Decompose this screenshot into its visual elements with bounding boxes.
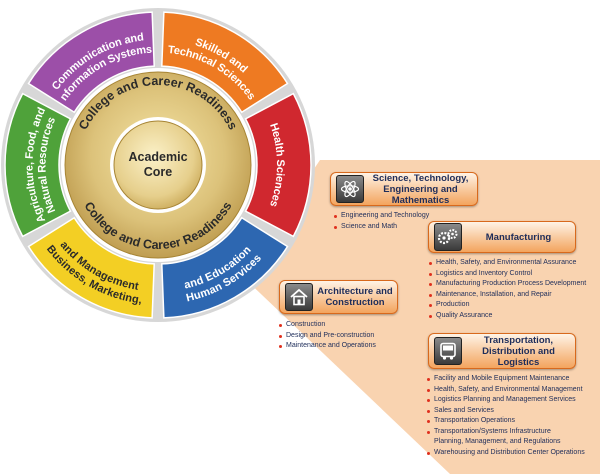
bus-icon [434,337,462,365]
house-icon [285,283,313,311]
atom-icon [336,175,364,203]
wheel-segment-health [244,92,312,238]
list-item: Health, Safety, and Environmental Manage… [426,385,585,396]
cluster-title-manufacturing: Manufacturing [485,231,552,243]
list-item: Maintenance and Operations [278,341,376,352]
list-item: Maintenance, Installation, and Repair [428,290,586,301]
cluster-card-manufacturing: Manufacturing [428,221,576,253]
list-item: Sales and Services [426,406,585,417]
wheel-segment-communication [27,11,155,114]
list-item: Transportation Operations [426,416,585,427]
list-item: Design and Pre-construction [278,331,376,342]
list-item: Facility and Mobile Equipment Maintenanc… [426,374,585,385]
wheel-segment-human-services [161,216,289,319]
core-label-line1: Academic [128,150,187,164]
academic-core [113,120,203,210]
gears-icon [434,223,462,251]
wheel-segment-skilled-technical [161,11,289,114]
list-item: Science and Math [333,222,429,233]
cluster-list-manufacturing: Health, Safety, and Environmental Assura… [428,258,586,321]
cluster-card-science: Science, Technology,Engineering and Math… [330,172,478,206]
cluster-title-science: Science, Technology,Engineering and Math… [372,172,469,206]
cluster-title-transportation: Transportation,Distribution and Logistic… [482,334,555,368]
list-item: Health, Safety, and Environmental Assura… [428,258,586,269]
list-item: Engineering and Technology [333,211,429,222]
cluster-list-science: Engineering and Technology Science and M… [333,211,429,232]
list-item: Warehousing and Distribution Center Oper… [426,448,585,459]
cluster-list-transportation: Facility and Mobile Equipment Maintenanc… [426,374,585,458]
list-item: Logistics and Inventory Control [428,269,586,280]
core-label-line2: Core [144,165,173,179]
list-item: Logistics Planning and Management Servic… [426,395,585,406]
wheel-segment-business [27,216,155,319]
list-item: Construction [278,320,376,331]
list-item: Manufacturing Production Process Develop… [428,279,586,290]
cluster-list-architecture: Construction Design and Pre-construction… [278,320,376,352]
cluster-card-transportation: Transportation,Distribution and Logistic… [428,333,576,369]
list-item: Transportation/Systems Infrastructure [426,427,585,438]
wheel-segment-agriculture [4,92,72,238]
list-item: Production [428,300,586,311]
list-item: Planning, Management, and Regulations [434,438,561,445]
list-item: Quality Assurance [428,311,586,322]
